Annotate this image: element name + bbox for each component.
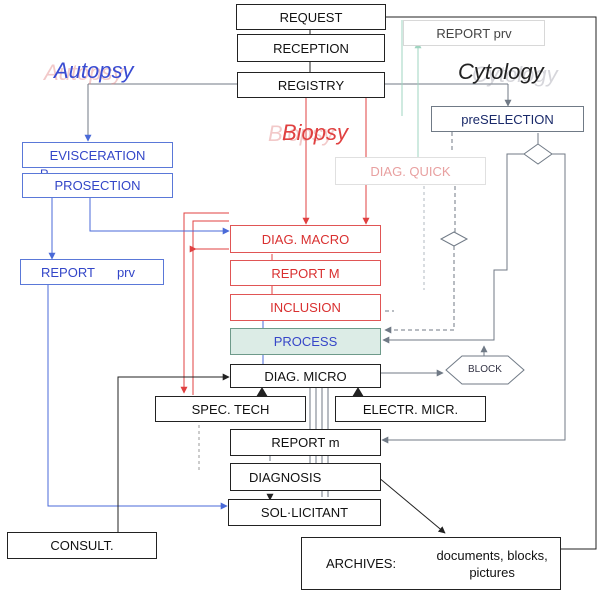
diamond-upper xyxy=(523,143,553,165)
spec-tech-box: SPEC. TECH xyxy=(155,396,306,422)
cytology-lines xyxy=(337,132,566,444)
cytology-title: Cytology xyxy=(458,59,544,84)
solicitant-box: SOL·LICITANT xyxy=(228,499,381,526)
diag-micro-box: DIAG. MICRO xyxy=(230,364,381,388)
request-box: REQUEST xyxy=(236,4,386,30)
consult-box: CONSULT. xyxy=(7,532,157,559)
prosection-box: PROSECTION xyxy=(22,173,173,198)
biopsy-title: Biopsy xyxy=(282,120,349,145)
diagnosis-box: DIAGNOSIS xyxy=(230,463,381,491)
electr-micr-box: ELECTR. MICR. xyxy=(335,396,486,422)
lower-connectors xyxy=(117,373,446,534)
report-prv-left-label: REPORT xyxy=(41,264,95,280)
registry-branches xyxy=(84,83,512,142)
block-label: BLOCK xyxy=(468,364,502,375)
reception-box: RECEPTION xyxy=(237,34,385,62)
block-hexagon xyxy=(445,355,525,385)
archives-label: ARCHIVES: xyxy=(326,556,397,571)
report-M-box: REPORT M xyxy=(230,260,381,286)
report-prv-top-box: REPORT prv xyxy=(403,20,545,46)
faded-report-prv-links xyxy=(401,20,422,160)
autopsy-title: Autopsy xyxy=(54,58,134,83)
inclusion-box: INCLUSION xyxy=(230,294,381,321)
autopsy-title-shadow: Autopsy xyxy=(44,60,124,85)
autopsy-blue-lines xyxy=(47,198,264,510)
archives-box: ARCHIVES: documents, blocks, pictures xyxy=(301,537,561,590)
report-m-box: REPORT m xyxy=(230,429,381,456)
archives-items: documents, blocks, pictures xyxy=(436,547,548,580)
biopsy-title-shadow: Biopsy xyxy=(268,121,335,146)
diamond-middle xyxy=(439,231,469,247)
report-prv-left-suffix: prv xyxy=(116,264,135,280)
registry-box: REGISTRY xyxy=(237,72,385,98)
diag-macro-box: DIAG. MACRO xyxy=(230,225,381,253)
biopsy-red-lines xyxy=(180,97,370,395)
report-prv-left-box: REPORT prv xyxy=(20,259,164,285)
process-box: PROCESS xyxy=(230,328,381,355)
request-archives-loop xyxy=(385,16,597,553)
preselection-box: preSELECTION xyxy=(431,106,584,132)
diag-quick-box: DIAG. QUICK xyxy=(335,157,486,185)
evisceration-box: EVISCERATION xyxy=(22,142,173,168)
cytology-title-shadow: Cytology xyxy=(472,62,558,87)
